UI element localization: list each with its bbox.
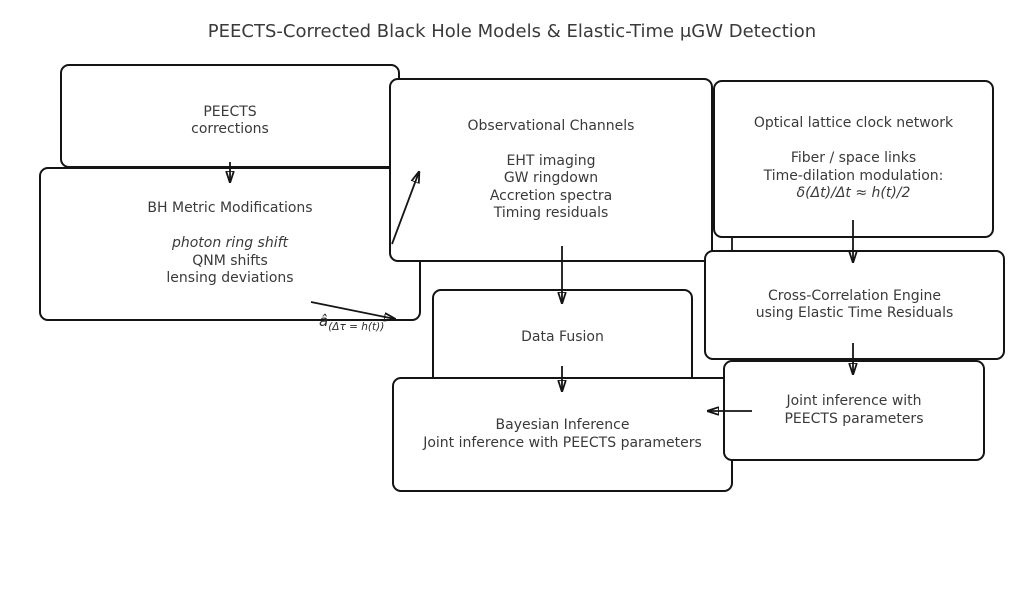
node-text-line: Observational Channels [467,117,635,134]
node-text-line: Joint inference with [786,393,922,409]
node-observational-channels: Observational Channels EHT imaging GW ri… [389,78,713,262]
node-text-line: EHT imaging [506,152,596,169]
node-text-line: Accretion spectra [489,187,613,204]
node-text-line: PEECTS [203,103,257,120]
annotation-a-hat-label: â(Δτ = h(t)) [319,312,384,333]
node-text-line: lensing deviations [166,270,294,287]
node-text-line: BH Metric Modifications [147,200,313,217]
node-text-line: PEECTS parameters [784,410,924,427]
node-text-line: Data Fusion [521,328,604,345]
node-text-line: Timing residuals [493,205,609,221]
diagram-title: PEECTS-Corrected Black Hole Models & Ela… [207,21,817,42]
node-text-line: GW ringdown [503,170,599,186]
node-text-line: QNM shifts [192,252,268,269]
node-text-line: Time-dilation modulation: [763,167,944,184]
node-text-line: Optical lattice clock network [753,115,954,132]
node-text-line: corrections [191,121,269,137]
a-hat-base: â [319,312,329,330]
node-cross-correlation-engine: Cross-Correlation Engine using Elastic T… [704,250,1005,360]
node-text-line: Bayesian Inference [495,417,630,433]
node-text-line: Joint inference with PEECTS parameters [423,434,702,451]
node-optical-lattice-clock-network: Optical lattice clock network Fiber / sp… [713,80,994,238]
node-bayesian-inference: Bayesian Inference Joint inference with … [392,377,733,492]
a-hat-subscript: (Δτ = h(t)) [328,321,385,333]
node-bh-metric-modifications: BH Metric Modifications photon ring shif… [39,167,421,321]
node-joint-inference-peects: Joint inference with PEECTS parameters [723,360,985,461]
node-text-line: photon ring shift [171,235,289,252]
node-math-line: δ(Δt)/Δt ≈ h(t)/2 [796,185,911,202]
node-text-line: Fiber / space links [790,150,917,167]
node-text-line: Cross-Correlation Engine [767,287,942,304]
node-text-line: using Elastic Time Residuals [755,305,954,321]
node-peects-corrections: PEECTS corrections [60,64,400,168]
node-data-fusion: Data Fusion [432,289,693,386]
